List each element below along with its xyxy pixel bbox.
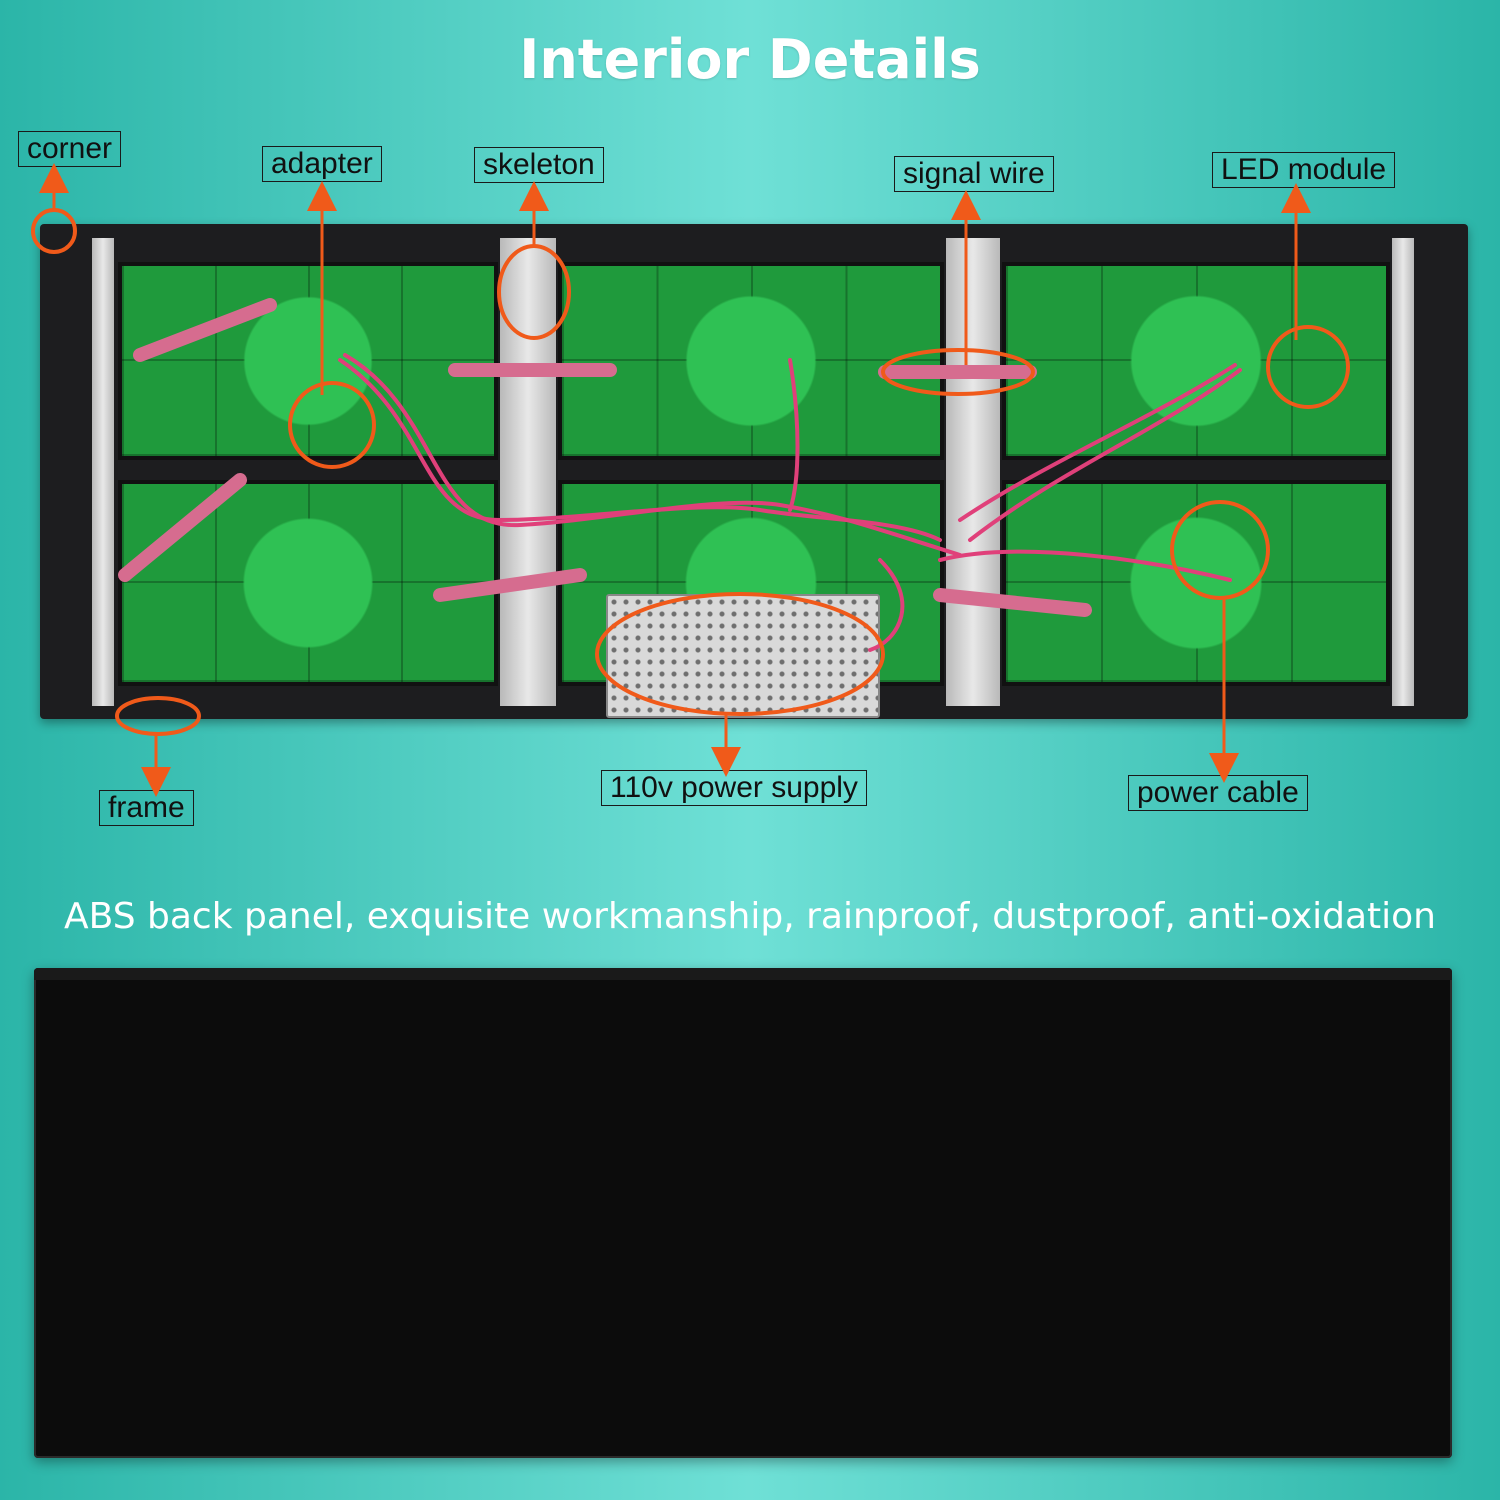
back-panel-edge bbox=[34, 968, 1452, 980]
power-supply-unit bbox=[606, 594, 880, 718]
callout-skeleton: skeleton bbox=[474, 147, 604, 183]
led-module bbox=[1002, 480, 1390, 686]
callout-power-cable: power cable bbox=[1128, 775, 1308, 811]
frame-rail-right bbox=[1392, 238, 1414, 706]
callout-frame: frame bbox=[99, 790, 194, 826]
callout-signal-wire: signal wire bbox=[894, 156, 1054, 192]
back-panel-caption: ABS back panel, exquisite workmanship, r… bbox=[64, 896, 1436, 937]
skeleton-bar-right bbox=[946, 238, 1000, 706]
led-cabinet-interior bbox=[40, 224, 1468, 719]
led-module bbox=[558, 262, 944, 460]
abs-back-panel bbox=[34, 968, 1452, 1458]
led-module bbox=[1002, 262, 1390, 460]
page-title: Interior Details bbox=[519, 28, 981, 91]
led-module bbox=[118, 480, 498, 686]
callout-adapter: adapter bbox=[262, 146, 382, 182]
frame-rail-left bbox=[92, 238, 114, 706]
callout-corner: corner bbox=[18, 131, 122, 167]
callout-led-module: LED module bbox=[1212, 152, 1396, 188]
led-module bbox=[118, 262, 498, 460]
callout-power-supply: 110v power supply bbox=[601, 770, 867, 806]
skeleton-bar-left bbox=[500, 238, 556, 706]
